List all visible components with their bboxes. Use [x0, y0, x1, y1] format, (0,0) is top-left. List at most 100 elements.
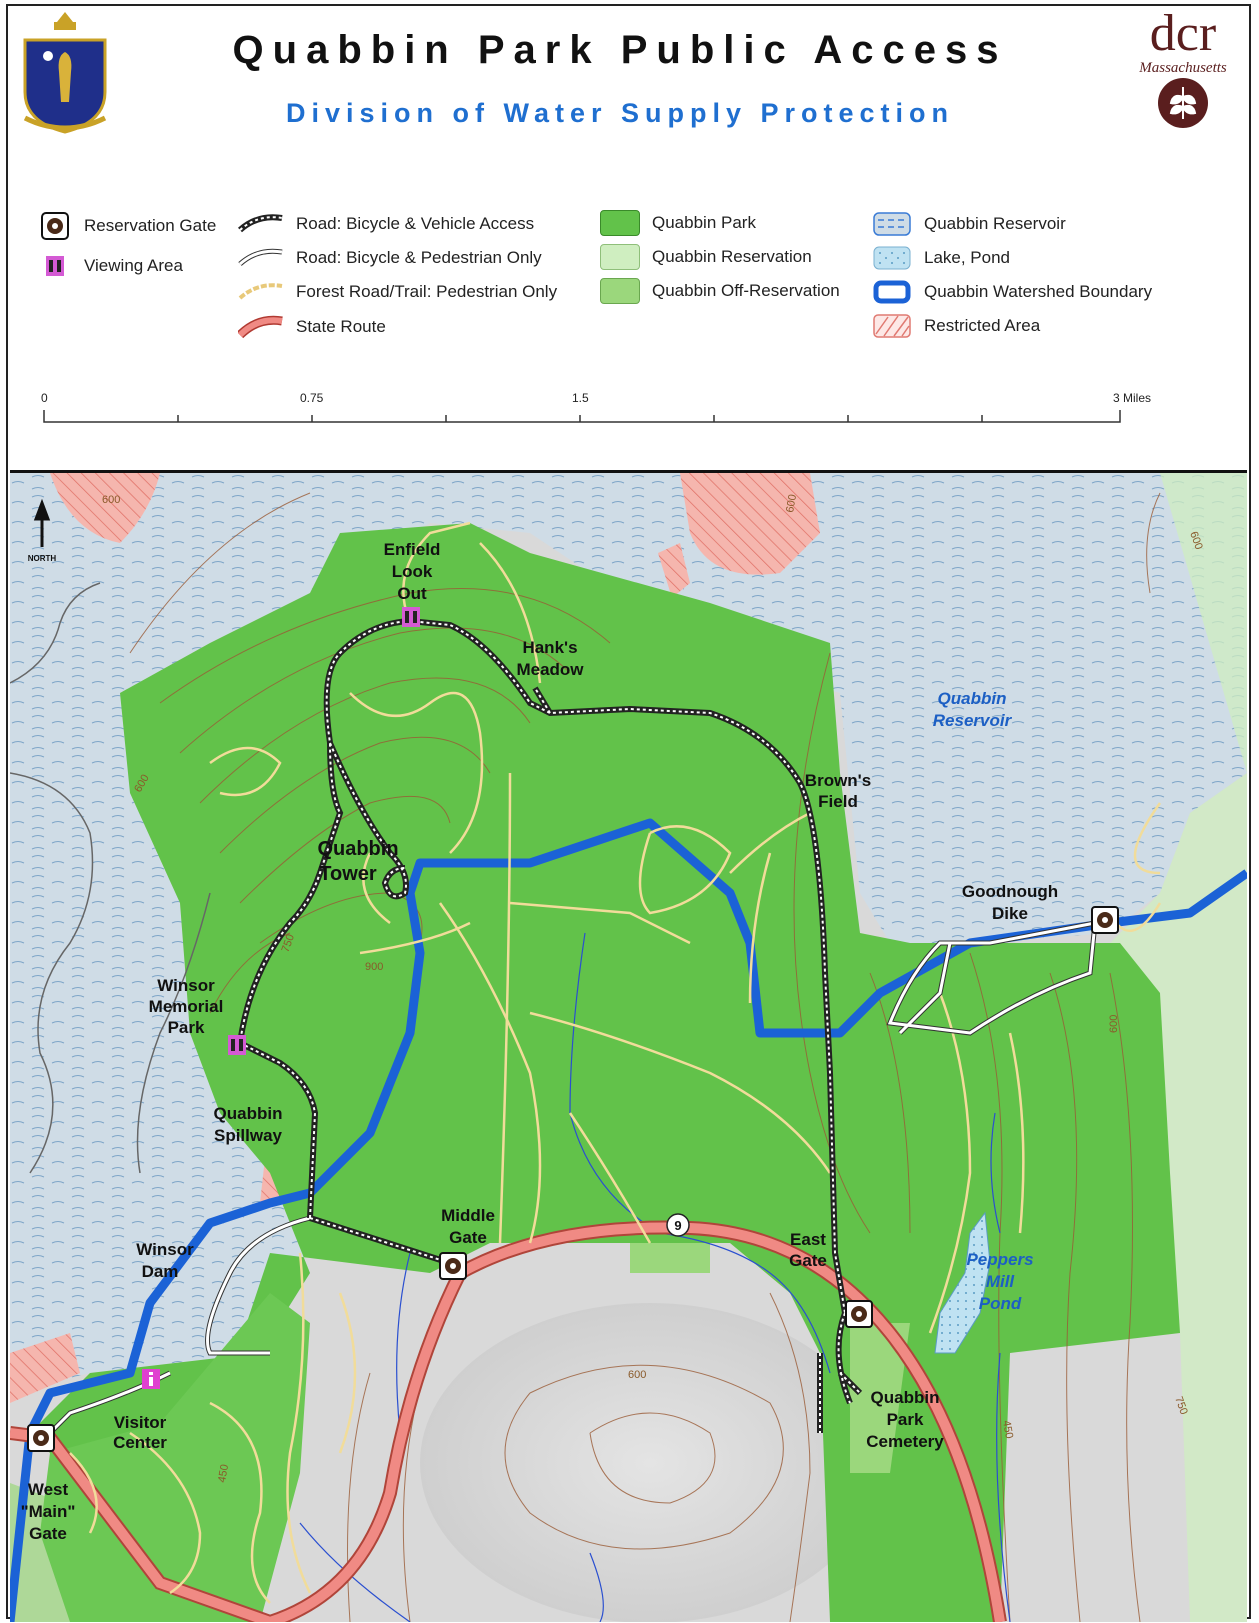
- quabbin-reservoir-water: [10, 473, 1247, 1393]
- label-quabbin-reservoir: Quabbin: [938, 689, 1007, 708]
- off-reservation-patch-east: [850, 1323, 910, 1473]
- label-hanks-meadow: Meadow: [516, 660, 584, 679]
- goodnough-dike-gate-icon[interactable]: [1091, 906, 1119, 934]
- legend-label: Reservation Gate: [84, 216, 217, 235]
- massachusetts-seal-icon: [23, 12, 107, 134]
- place-labels: Enfield Look Out Hank's Meadow Quabbin R…: [21, 540, 1059, 1543]
- label-visitor-center: Center: [113, 1433, 167, 1452]
- label-west-main-gate: Gate: [29, 1524, 67, 1543]
- winsor-memorial-binoculars-icon[interactable]: [228, 1035, 246, 1055]
- label-winsor-memorial-park: Memorial: [149, 997, 224, 1016]
- reservation-gate-icon: [41, 212, 69, 240]
- pedestrian-roads: [48, 921, 1097, 1435]
- north-label: NORTH: [28, 554, 57, 563]
- label-quabbin-spillway: Quabbin: [214, 1104, 283, 1123]
- label-quabbin-park-cemetery: Quabbin: [871, 1388, 940, 1407]
- contour-label: 750: [1172, 1395, 1190, 1416]
- legend-label: Quabbin Reservoir: [924, 214, 1066, 233]
- east-gate-icon[interactable]: [845, 1300, 873, 1328]
- scale-label-075: 0.75: [300, 391, 324, 405]
- boundary-lines: [10, 582, 211, 1174]
- label-west-main-gate: West: [28, 1480, 69, 1499]
- label-quabbin-tower: Tower: [319, 863, 377, 885]
- label-peppers-mill-pond: Pond: [979, 1294, 1022, 1313]
- contour-label: 450: [1000, 1419, 1015, 1439]
- quabbin-park-swatch: [600, 210, 640, 236]
- label-west-main-gate: "Main": [21, 1502, 76, 1521]
- legend-label: Quabbin Watershed Boundary: [924, 282, 1153, 301]
- quabbin-reservoir-swatch: [873, 212, 911, 236]
- forest-road-swatch: [238, 283, 283, 300]
- quabbin-reservation-swatch: [600, 244, 640, 270]
- label-goodnough-dike: Goodnough: [962, 882, 1058, 901]
- lake-pond-swatch: [873, 246, 911, 270]
- legend-state-route: State Route: [238, 313, 386, 341]
- off-reservation-patch: [630, 1243, 710, 1273]
- middle-gate-icon[interactable]: [439, 1252, 467, 1280]
- contour-label: 600: [1187, 530, 1205, 551]
- restricted-area-northwest: [50, 473, 160, 543]
- restricted-area-north: [680, 473, 820, 575]
- legend-quabbin-off-reservation: Quabbin Off-Reservation: [600, 278, 840, 304]
- legend-label: Quabbin Park: [652, 213, 756, 232]
- label-middle-gate: Gate: [449, 1228, 487, 1247]
- label-quabbin-spillway: Spillway: [214, 1126, 283, 1145]
- watershed-boundary-line: [10, 818, 1247, 1622]
- forest-trails: [69, 521, 1162, 1604]
- scale-bar: [43, 410, 1121, 423]
- peppers-mill-pond-water: [934, 1211, 991, 1354]
- road-vehicle-swatch: [238, 214, 283, 233]
- legend-label: State Route: [296, 317, 386, 336]
- legend-label: Forest Road/Trail: Pedestrian Only: [296, 282, 558, 301]
- vehicle-roads: [236, 617, 863, 1433]
- gate-icons[interactable]: [27, 906, 1119, 1452]
- label-east-gate: East: [790, 1230, 826, 1249]
- contour-label: 600: [628, 1369, 646, 1381]
- label-visitor-center: Visitor: [114, 1413, 167, 1432]
- scale-label-15: 1.5: [572, 391, 589, 405]
- dcr-logo-text: dcr: [1149, 5, 1217, 62]
- legend-label: Restricted Area: [924, 316, 1041, 335]
- legend-reservation-gate: Reservation Gate: [38, 212, 216, 240]
- label-quabbin-park-cemetery: Cemetery: [866, 1432, 944, 1451]
- map-area[interactable]: 9 NORTH 600 600 600 600 750 900 600 600 …: [10, 470, 1247, 1622]
- legend-lake-pond: Lake, Pond: [872, 244, 1010, 272]
- label-enfield-lookout: Out: [397, 584, 427, 603]
- label-winsor-dam: Winsor: [136, 1240, 194, 1259]
- label-peppers-mill-pond: Peppers: [966, 1250, 1033, 1269]
- label-enfield-lookout: Enfield: [384, 540, 441, 559]
- contour-label: 450: [216, 1463, 231, 1483]
- label-goodnough-dike: Dike: [992, 904, 1028, 923]
- visitor-center-info-icon[interactable]: [142, 1369, 160, 1389]
- label-browns-field: Brown's: [805, 771, 871, 790]
- west-main-gate-icon[interactable]: [27, 1424, 55, 1452]
- enfield-lookout-binoculars-icon[interactable]: [402, 607, 420, 627]
- restricted-area-swatch: [873, 314, 911, 338]
- legend-quabbin-reservoir: Quabbin Reservoir: [872, 210, 1066, 238]
- label-east-gate: Gate: [789, 1251, 827, 1270]
- legend-label: Lake, Pond: [924, 248, 1011, 267]
- off-reservation-east: [1110, 473, 1247, 1622]
- legend-viewing-area: Viewing Area: [38, 252, 183, 280]
- contour-label: 600: [102, 494, 120, 506]
- legend-quabbin-reservation: Quabbin Reservation: [600, 244, 812, 270]
- map-subtitle: Division of Water Supply Protection: [285, 98, 955, 128]
- legend-label: Road: Bicycle & Vehicle Access: [296, 214, 535, 233]
- state-route-swatch: [238, 315, 283, 339]
- contour-label: 600: [784, 493, 799, 513]
- label-enfield-lookout: Look: [392, 562, 433, 581]
- legend-restricted-area: Restricted Area: [872, 312, 1040, 340]
- map-canvas[interactable]: 9 NORTH 600 600 600 600 750 900 600 600 …: [10, 473, 1247, 1622]
- binoculars-icon: [46, 256, 64, 276]
- label-quabbin-reservoir: Reservoir: [933, 711, 1013, 730]
- legend-watershed-boundary: Quabbin Watershed Boundary: [872, 278, 1152, 306]
- label-peppers-mill-pond: Mill: [986, 1272, 1016, 1291]
- route-9-shield: [666, 1213, 690, 1237]
- scale-label-3: 3 Miles: [1113, 391, 1152, 405]
- label-winsor-memorial-park: Park: [168, 1018, 205, 1037]
- legend-quabbin-park: Quabbin Park: [600, 210, 756, 236]
- contour-label: 750: [280, 933, 298, 954]
- quabbin-park-southwest: [40, 1293, 310, 1622]
- label-middle-gate: Middle: [441, 1206, 495, 1225]
- map-title: Quabbin Park Public Access: [232, 28, 1008, 72]
